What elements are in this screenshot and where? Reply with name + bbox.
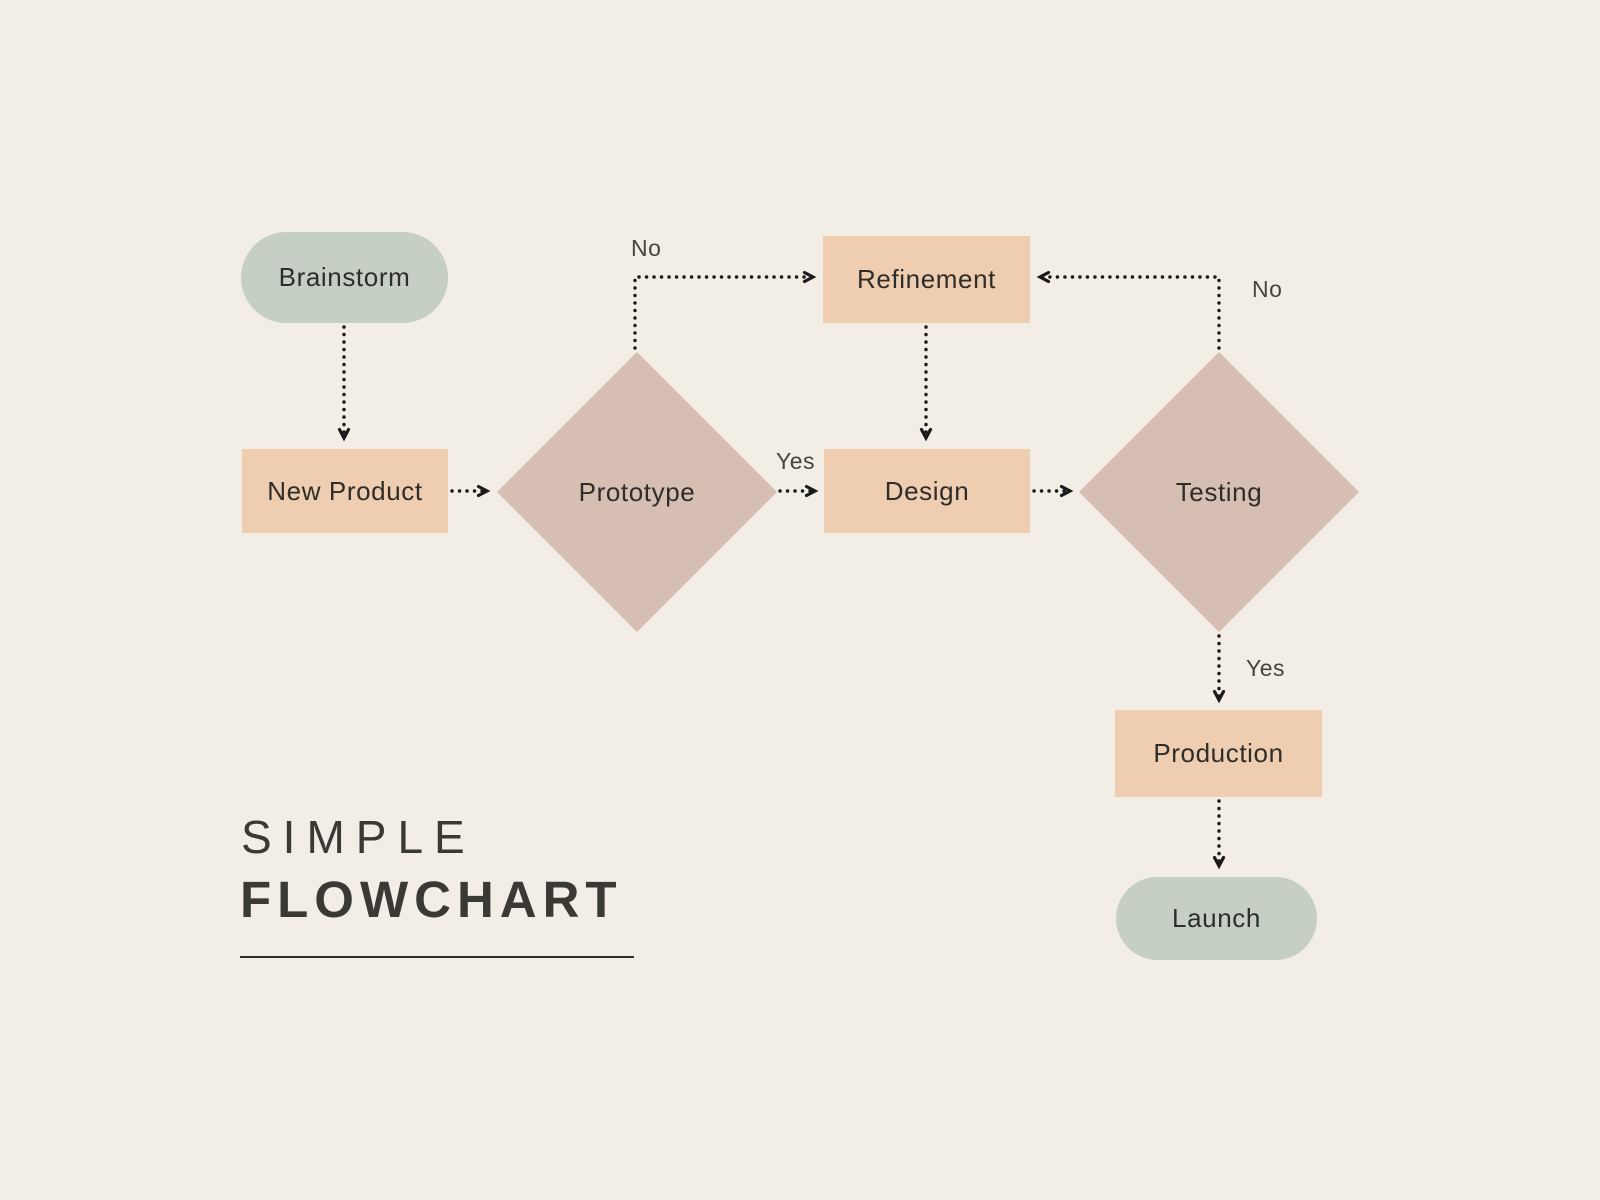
title-underline	[240, 956, 634, 958]
edge-prototype-refinement-no	[633, 270, 817, 350]
node-label: Testing	[1175, 476, 1263, 507]
node-label: Launch	[1172, 903, 1261, 933]
node-design: Design	[824, 449, 1030, 533]
node-label: Refinement	[857, 264, 996, 294]
edge-testing-refinement-no	[1036, 270, 1221, 350]
edge-label-testing-yes: Yes	[1246, 655, 1286, 681]
node-prototype: Prototype	[497, 352, 777, 632]
node-label: Production	[1153, 738, 1284, 768]
edge-label-prototype-yes: Yes	[776, 448, 816, 474]
title-line-simple: SIMPLE	[241, 811, 476, 863]
node-label: Prototype	[578, 476, 696, 507]
node-production: Production	[1115, 710, 1322, 797]
node-label: Brainstorm	[278, 262, 411, 292]
edge-label-prototype-no: No	[631, 235, 662, 261]
node-brainstorm: Brainstorm	[241, 232, 448, 323]
node-label: Design	[884, 475, 970, 506]
node-label: New Product	[267, 475, 423, 506]
node-testing: Testing	[1079, 352, 1359, 632]
node-new-product: New Product	[242, 449, 448, 533]
title-line-flowchart: FLOWCHART	[240, 871, 623, 928]
edge-label-testing-no: No	[1252, 276, 1283, 302]
node-refinement: Refinement	[823, 236, 1030, 323]
node-launch: Launch	[1116, 877, 1317, 960]
